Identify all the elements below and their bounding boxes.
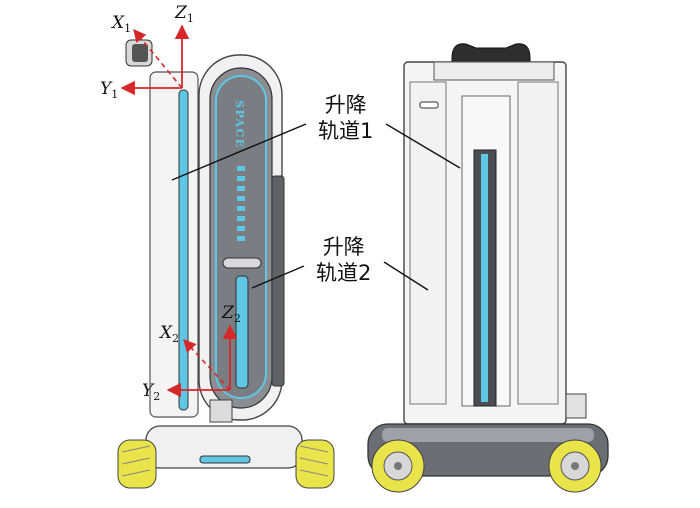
leader-rail1-right xyxy=(385,123,461,169)
frame-1-labels: X1 Z1 Y1 xyxy=(100,3,194,101)
front-wheel-right xyxy=(548,439,602,493)
front-view-robot xyxy=(367,43,609,493)
y1-label: Y1 xyxy=(100,79,118,101)
side-connector xyxy=(209,399,233,423)
side-camera-lens xyxy=(132,44,148,62)
side-base-light xyxy=(199,455,251,464)
lift-rail-1-side xyxy=(178,89,189,411)
x1-axis xyxy=(133,29,183,89)
leader-rail2-right xyxy=(383,261,429,291)
frame-1 xyxy=(120,24,190,96)
rail-1-label-line1: 升降 xyxy=(324,93,367,117)
side-wheel-right xyxy=(295,439,335,489)
front-small-slot xyxy=(419,101,439,109)
leader-rail2-left xyxy=(251,265,305,289)
side-strip xyxy=(271,175,285,387)
side-handle-slot xyxy=(222,257,262,269)
z1-label: Z1 xyxy=(174,3,194,25)
rear-column xyxy=(149,71,199,418)
rail-2-label: 升降 轨道2 xyxy=(316,234,371,286)
indicator-lights xyxy=(237,166,245,241)
front-wheel-left xyxy=(371,439,425,493)
front-right-box xyxy=(565,393,587,419)
y2-label: Y2 xyxy=(142,381,160,403)
frame-2 xyxy=(166,324,238,398)
side-view-robot: SPACE xyxy=(117,39,335,489)
front-left-panel xyxy=(409,81,447,405)
rail-1-label-line2: 轨道1 xyxy=(318,119,374,143)
front-right-panel xyxy=(517,81,559,405)
rail-2-label-line1: 升降 xyxy=(322,235,365,259)
x1-label: X1 xyxy=(110,13,131,35)
z2-label: Z2 xyxy=(221,303,241,325)
rail-2-label-line2: 轨道2 xyxy=(316,261,372,285)
x2-axis xyxy=(183,339,231,391)
lift-rail-front-inner xyxy=(481,154,488,402)
side-wheel-left xyxy=(117,439,157,489)
rail-1-label: 升降 轨道1 xyxy=(318,92,373,144)
front-base-band xyxy=(382,428,594,442)
front-top-cap xyxy=(433,61,555,81)
lift-rail-2-side xyxy=(235,275,249,389)
leader-lines xyxy=(171,123,461,291)
frame-2-labels: X2 Z2 Y2 xyxy=(142,303,241,403)
brand-text: SPACE xyxy=(233,100,246,149)
x2-label: X2 xyxy=(158,323,179,345)
leader-rail1-left xyxy=(171,123,307,181)
